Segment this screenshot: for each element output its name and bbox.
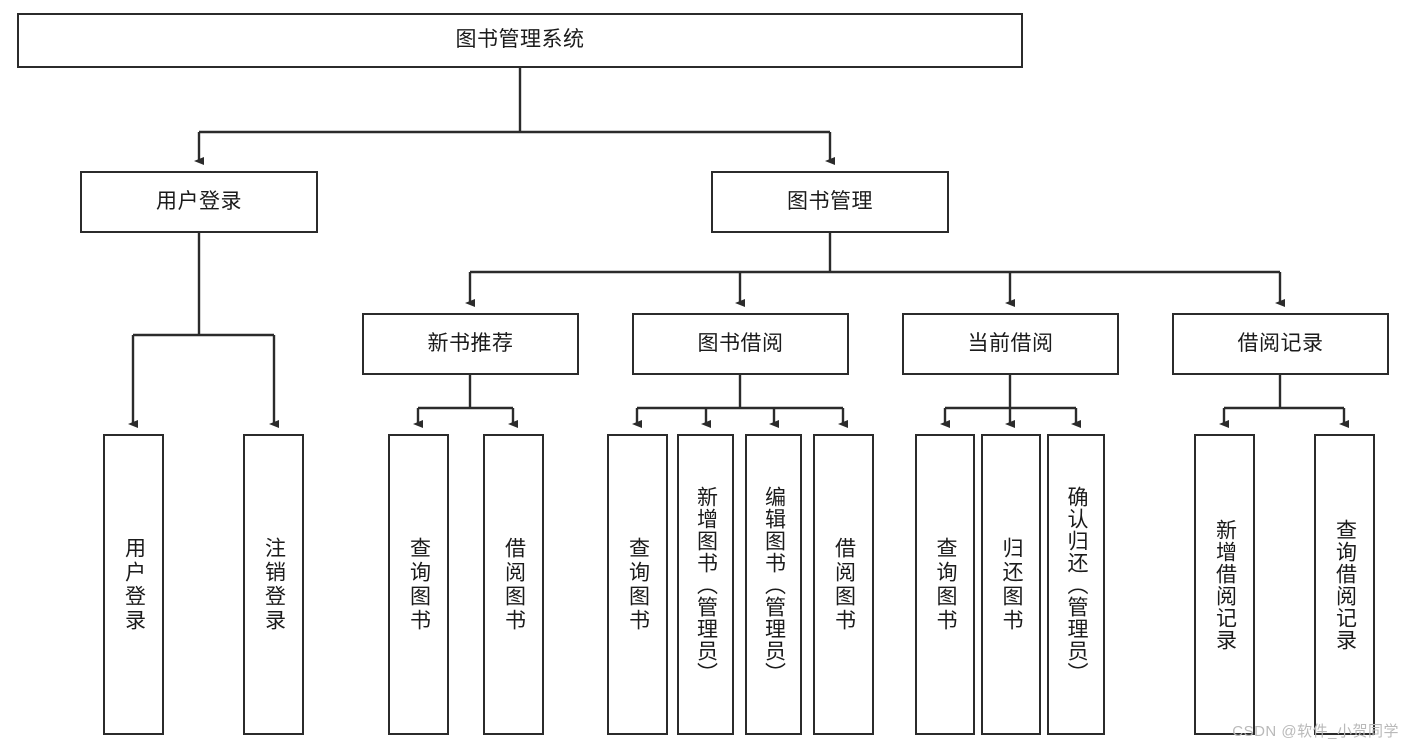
node-label: 确认归还（管理员） bbox=[1065, 485, 1089, 684]
node-leaf-query-book-current[interactable]: 查询图书 bbox=[915, 434, 975, 735]
node-leaf-add-book-admin[interactable]: 新增图书（管理员） bbox=[677, 434, 734, 735]
node-label: 查询图书 bbox=[407, 536, 431, 633]
node-leaf-return-book[interactable]: 归还图书 bbox=[981, 434, 1041, 735]
node-label: 归还图书 bbox=[1000, 536, 1024, 633]
node-label: 编辑图书（管理员） bbox=[762, 485, 786, 684]
node-leaf-user-login[interactable]: 用户登录 bbox=[103, 434, 164, 735]
node-label: 新增借阅记录 bbox=[1213, 518, 1237, 651]
node-label: 借阅图书 bbox=[502, 536, 526, 633]
node-leaf-borrow-book[interactable]: 借阅图书 bbox=[813, 434, 874, 735]
node-book-management[interactable]: 图书管理 bbox=[711, 171, 949, 233]
node-label: 当前借阅 bbox=[967, 331, 1054, 355]
node-leaf-query-book-borrow[interactable]: 查询图书 bbox=[607, 434, 668, 735]
node-label: 图书管理系统 bbox=[455, 28, 585, 52]
node-label: 图书借阅 bbox=[697, 331, 784, 355]
watermark-text: CSDN @软件_小贺同学 bbox=[1232, 723, 1399, 740]
node-label: 新增图书（管理员） bbox=[694, 485, 718, 684]
node-label: 注销登录 bbox=[262, 536, 286, 633]
node-leaf-add-borrow-record[interactable]: 新增借阅记录 bbox=[1194, 434, 1255, 735]
node-label: 用户登录 bbox=[156, 189, 242, 213]
node-new-book-recommend[interactable]: 新书推荐 bbox=[362, 313, 579, 375]
node-user-login[interactable]: 用户登录 bbox=[80, 171, 318, 233]
node-label: 查询借阅记录 bbox=[1333, 518, 1357, 651]
node-label: 查询图书 bbox=[934, 536, 958, 633]
node-label: 新书推荐 bbox=[427, 331, 514, 355]
node-label: 查询图书 bbox=[626, 536, 650, 633]
node-leaf-query-borrow-record[interactable]: 查询借阅记录 bbox=[1314, 434, 1375, 735]
node-label: 图书管理 bbox=[787, 189, 873, 213]
node-leaf-confirm-return-admin[interactable]: 确认归还（管理员） bbox=[1047, 434, 1105, 735]
node-leaf-logout[interactable]: 注销登录 bbox=[243, 434, 304, 735]
node-leaf-edit-book-admin[interactable]: 编辑图书（管理员） bbox=[745, 434, 802, 735]
node-label: 借阅图书 bbox=[832, 536, 856, 633]
node-leaf-borrow-book-recommend[interactable]: 借阅图书 bbox=[483, 434, 544, 735]
node-current-borrow[interactable]: 当前借阅 bbox=[902, 313, 1119, 375]
node-borrow-record[interactable]: 借阅记录 bbox=[1172, 313, 1389, 375]
node-book-borrow[interactable]: 图书借阅 bbox=[632, 313, 849, 375]
node-label: 用户登录 bbox=[122, 536, 146, 633]
node-label: 借阅记录 bbox=[1237, 331, 1324, 355]
node-root-system[interactable]: 图书管理系统 bbox=[17, 13, 1023, 68]
node-leaf-query-book-recommend[interactable]: 查询图书 bbox=[388, 434, 449, 735]
